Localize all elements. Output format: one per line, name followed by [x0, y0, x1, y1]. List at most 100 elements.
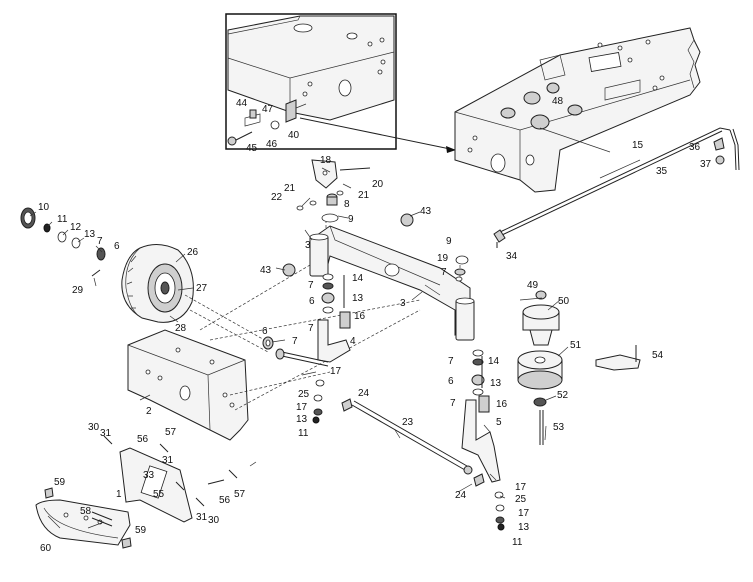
callout: 3 — [305, 240, 311, 251]
front-bumper — [35, 435, 238, 549]
callout: 8 — [344, 199, 350, 210]
callout: 36 — [689, 142, 701, 153]
callout: 18 — [320, 155, 332, 166]
callout: 28 — [175, 323, 187, 334]
callout: 46 — [266, 139, 278, 150]
callout: 17 — [330, 366, 342, 377]
callout: 2 — [146, 406, 152, 417]
front-wheel — [20, 207, 194, 323]
callout: 6 — [114, 241, 120, 252]
inset-leader — [299, 117, 456, 151]
callout: 25 — [515, 494, 527, 505]
callout: 48 — [552, 96, 564, 107]
callout: 7 — [308, 280, 314, 291]
callout: 16 — [354, 311, 366, 322]
callout: 11 — [57, 214, 68, 225]
inset-arrow — [446, 146, 456, 153]
callout: 14 — [488, 356, 500, 367]
callout: 30 — [208, 515, 220, 526]
callout: 7 — [441, 267, 447, 278]
tie-rod — [351, 400, 485, 487]
callout: 59 — [54, 477, 66, 488]
left-spindle — [262, 273, 353, 424]
leader-lines — [29, 127, 641, 529]
callout: 7 — [448, 356, 454, 367]
callout: 14 — [352, 273, 364, 284]
callout: 26 — [187, 247, 199, 258]
callout: 20 — [372, 179, 384, 190]
callout: 50 — [558, 296, 570, 307]
callout: 9 — [446, 236, 452, 247]
callout: 24 — [455, 490, 467, 501]
callout: 43 — [260, 265, 272, 276]
callout: 7 — [292, 336, 298, 347]
callout: 22 — [271, 192, 283, 203]
callout: 51 — [570, 340, 582, 351]
callout: 33 — [143, 470, 155, 481]
callout: 10 — [38, 202, 50, 213]
callout: 6 — [262, 326, 268, 337]
callout: 5 — [496, 417, 502, 428]
callout: 57 — [234, 489, 246, 500]
callout: 11 — [512, 537, 523, 548]
callout: 9 — [348, 214, 354, 225]
callout: 58 — [80, 506, 92, 517]
callout: 43 — [420, 206, 432, 217]
callout: 27 — [196, 283, 208, 294]
callout: 31 — [162, 455, 174, 466]
pivot-stack — [282, 159, 414, 277]
callout: 21 — [284, 183, 296, 194]
callout: 60 — [40, 543, 52, 554]
callout: 16 — [496, 399, 508, 410]
callout: 7 — [97, 236, 103, 247]
callout: 13 — [490, 378, 502, 389]
callout: 19 — [437, 253, 449, 264]
callout: 23 — [402, 417, 414, 428]
callout: 6 — [309, 296, 315, 307]
callout: 47 — [262, 104, 274, 115]
callout: 31 — [100, 428, 112, 439]
callout: 59 — [135, 525, 147, 536]
axle-bracket — [127, 329, 249, 441]
callout: 37 — [700, 159, 712, 170]
callout: 56 — [219, 495, 231, 506]
front-axle — [309, 225, 475, 341]
callout: 17 — [296, 402, 308, 413]
rod-assembly — [493, 127, 740, 248]
callout: 17 — [518, 508, 530, 519]
pulley-assembly — [517, 290, 641, 445]
callout: 15 — [632, 140, 644, 151]
callout: 3 — [400, 298, 406, 309]
callout: 25 — [298, 389, 310, 400]
callout: 6 — [448, 376, 454, 387]
callout: 12 — [70, 222, 82, 233]
callout: 11 — [298, 428, 309, 439]
callout: 53 — [553, 422, 565, 433]
callout: 40 — [288, 130, 300, 141]
callout: 4 — [350, 336, 356, 347]
callout: 57 — [165, 427, 177, 438]
callout: 52 — [557, 390, 569, 401]
callout: 29 — [72, 285, 84, 296]
callout: 13 — [518, 522, 530, 533]
callout: 7 — [450, 398, 456, 409]
callout: 1 — [116, 489, 122, 500]
callout: 35 — [656, 166, 668, 177]
tractor-frame — [454, 27, 701, 193]
callout: 24 — [358, 388, 370, 399]
callout: 55 — [153, 489, 165, 500]
callout: 54 — [652, 350, 664, 361]
callout: 13 — [84, 229, 96, 240]
inset-detail — [225, 13, 397, 150]
callout: 44 — [236, 98, 248, 109]
callout: 17 — [515, 482, 527, 493]
callout: 13 — [352, 293, 364, 304]
callout: 13 — [296, 414, 308, 425]
callout: 34 — [506, 251, 518, 262]
callout: 21 — [358, 190, 370, 201]
right-spindle — [454, 255, 505, 531]
callout: 49 — [527, 280, 539, 291]
callout: 45 — [246, 143, 258, 154]
